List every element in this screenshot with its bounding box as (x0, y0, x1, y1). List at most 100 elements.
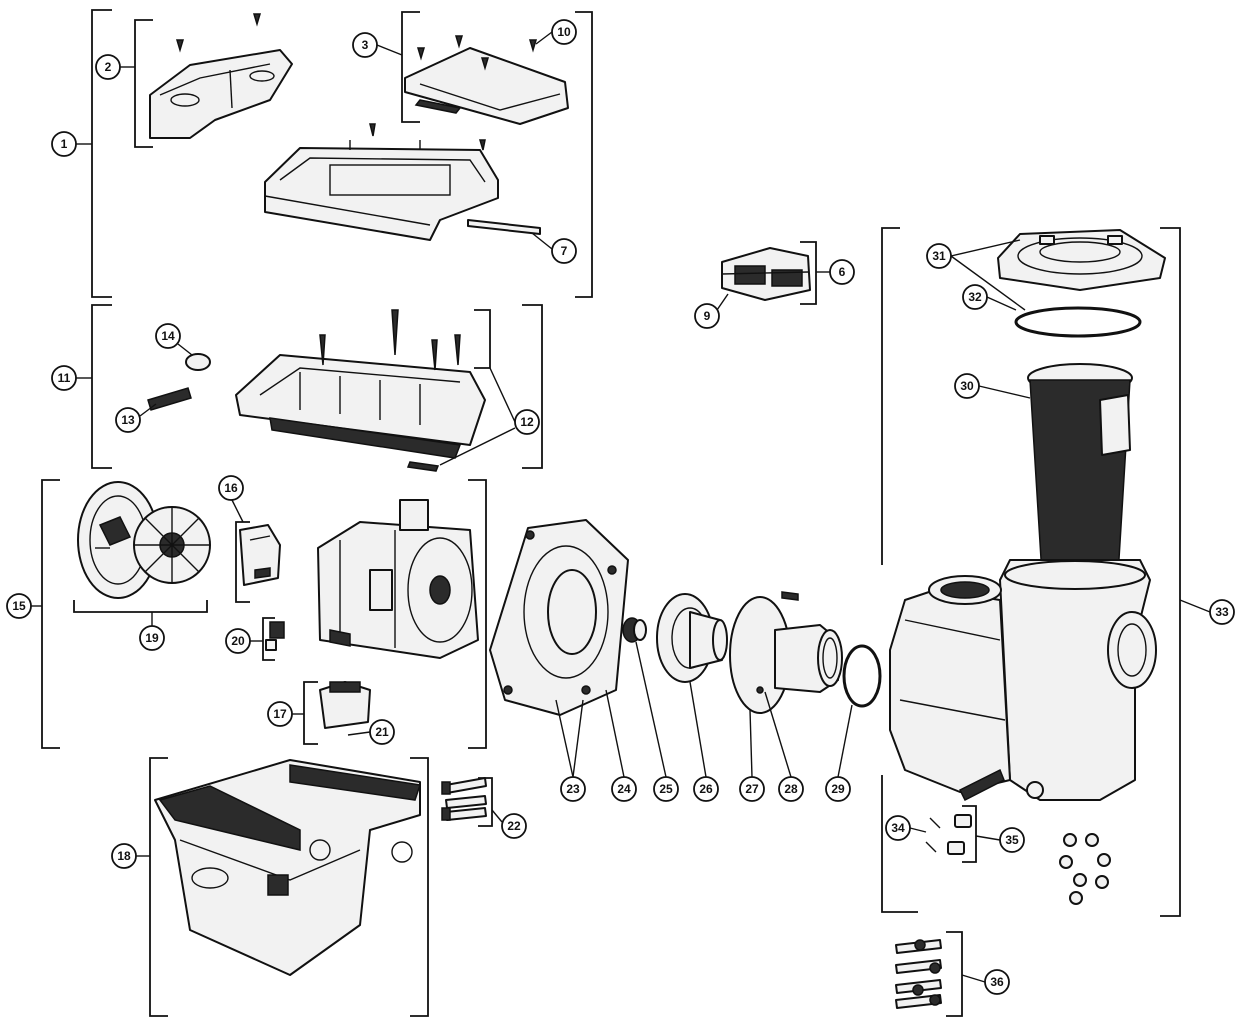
bracket-18-right (410, 757, 429, 1017)
bracket-1 (91, 9, 112, 298)
part-pump-housing (889, 559, 1157, 802)
callout-3: 3 (352, 32, 378, 58)
svg-text:7: 7 (561, 244, 568, 258)
callout-12: 12 (514, 409, 540, 435)
svg-text:22: 22 (507, 819, 521, 833)
callout-31: 31 (926, 243, 952, 269)
bracket-15 (41, 479, 60, 749)
callout-24: 24 (611, 776, 637, 802)
part-impeller (656, 593, 728, 683)
callout-23: 23 (560, 776, 586, 802)
callout-19: 19 (139, 625, 165, 651)
part-top-cover (149, 13, 293, 139)
svg-text:17: 17 (273, 707, 287, 721)
part-strainer-lid (997, 229, 1166, 291)
part-motor-base (154, 759, 421, 976)
part-bolts-36 (895, 939, 942, 1009)
part-shaft-seal (622, 617, 647, 643)
bracket-17 (303, 681, 318, 745)
svg-text:36: 36 (990, 975, 1004, 989)
part-o-ring-29 (842, 644, 882, 708)
callout-2: 2 (95, 54, 121, 80)
svg-text:14: 14 (161, 329, 175, 343)
svg-text:16: 16 (224, 481, 238, 495)
svg-text:33: 33 (1215, 605, 1229, 619)
callout-25: 25 (653, 776, 679, 802)
svg-text:21: 21 (375, 725, 389, 739)
part-seal-plate (489, 519, 629, 716)
bracket-11-right (522, 304, 543, 469)
part-nuts-33 (1059, 833, 1111, 905)
svg-text:23: 23 (566, 782, 580, 796)
svg-text:25: 25 (659, 782, 673, 796)
bracket-33-lower (881, 775, 918, 913)
callout-20: 20 (225, 628, 251, 654)
svg-text:1: 1 (61, 137, 68, 151)
callout-35: 35 (999, 827, 1025, 853)
bracket-15-right (468, 479, 487, 749)
part-fan (133, 506, 211, 584)
callout-34: 34 (885, 815, 911, 841)
bracket-35 (962, 805, 977, 863)
callout-11: 11 (51, 365, 77, 391)
svg-text:24: 24 (617, 782, 631, 796)
bracket-20 (262, 617, 275, 661)
bracket-36 (946, 931, 963, 1017)
callouts: 1 2 3 10 7 6 9 11 14 13 12 15 16 19 20 1… (6, 19, 1235, 995)
part-motor (317, 499, 479, 659)
svg-text:11: 11 (58, 371, 71, 385)
callout-22: 22 (501, 813, 527, 839)
part-diffuser (729, 591, 843, 714)
callout-29: 29 (825, 776, 851, 802)
callout-14: 14 (155, 323, 181, 349)
callout-32: 32 (962, 284, 988, 310)
svg-text:15: 15 (12, 599, 26, 613)
callout-27: 27 (739, 776, 765, 802)
svg-text:6: 6 (839, 265, 846, 279)
callout-10: 10 (551, 19, 577, 45)
callout-9: 9 (694, 303, 720, 329)
part-terminal-cover (404, 35, 569, 125)
callout-6: 6 (829, 259, 855, 285)
bracket-3 (401, 11, 420, 123)
part-bolts-22 (441, 777, 487, 821)
part-drive-electronics (147, 309, 486, 472)
callout-7: 7 (551, 238, 577, 264)
callout-17: 17 (267, 701, 293, 727)
svg-text:20: 20 (231, 634, 245, 648)
callout-30: 30 (954, 373, 980, 399)
svg-text:9: 9 (704, 309, 711, 323)
svg-text:3: 3 (362, 38, 369, 52)
bracket-18 (149, 757, 168, 1017)
svg-text:10: 10 (557, 25, 571, 39)
callout-33: 33 (1209, 599, 1235, 625)
part-drain-plugs (925, 814, 972, 855)
leader-lines (31, 31, 1211, 983)
svg-text:27: 27 (745, 782, 759, 796)
part-strainer-basket (1027, 363, 1133, 584)
callout-36: 36 (984, 969, 1010, 995)
bracket-1-right (575, 11, 593, 298)
svg-text:29: 29 (831, 782, 845, 796)
svg-text:31: 31 (932, 249, 946, 263)
callout-26: 26 (693, 776, 719, 802)
callout-21: 21 (369, 719, 395, 745)
callout-15: 15 (6, 593, 32, 619)
svg-text:32: 32 (968, 290, 982, 304)
callout-18: 18 (111, 843, 137, 869)
bracket-11 (91, 304, 112, 469)
part-switch (265, 621, 285, 651)
bracket-33 (881, 227, 900, 565)
svg-text:19: 19 (145, 631, 159, 645)
bracket-12 (474, 309, 491, 369)
svg-text:34: 34 (891, 821, 905, 835)
callout-1: 1 (51, 131, 77, 157)
part-seal-plate-small (319, 681, 371, 729)
part-drive-housing (264, 123, 541, 241)
svg-text:13: 13 (121, 413, 135, 427)
callout-16: 16 (218, 475, 244, 501)
svg-text:35: 35 (1005, 833, 1019, 847)
svg-text:12: 12 (520, 415, 534, 429)
bracket-2 (134, 19, 153, 148)
